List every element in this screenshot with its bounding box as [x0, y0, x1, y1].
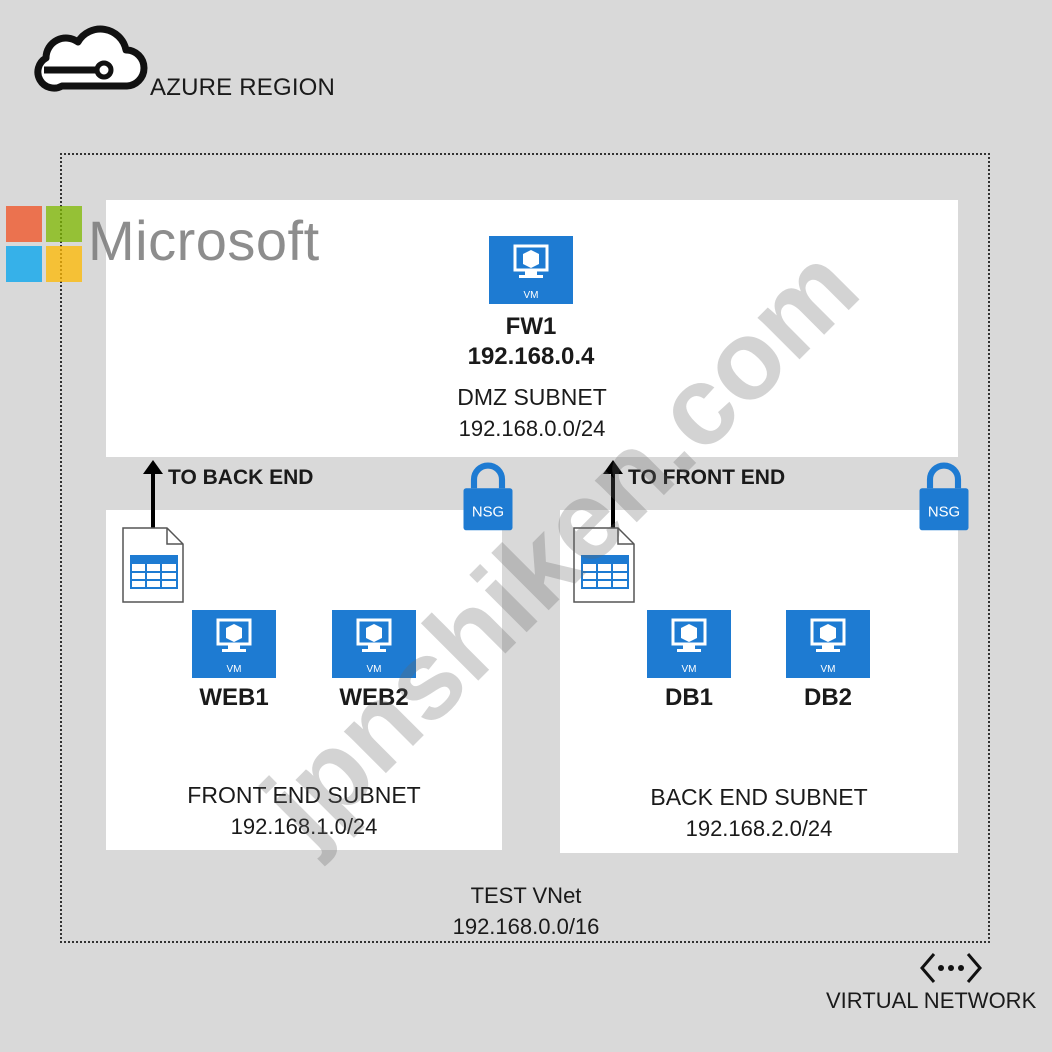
svg-text:VM: VM: [682, 664, 697, 675]
route-table-icon: [573, 527, 635, 603]
arrow-to-front-end: [603, 460, 623, 530]
vm-fw1-icon: VM: [489, 236, 573, 304]
vm-web1-icon: VM: [192, 610, 276, 678]
back-end-subnet-name: BACK END SUBNET: [650, 784, 868, 810]
back-end-subnet-cidr: 192.168.2.0/24: [685, 816, 833, 841]
vm-db1-name: DB1: [664, 684, 713, 711]
dmz-subnet: VM FW1 192.168.0.4 DMZ SUBNET 192.168.0.…: [106, 200, 958, 457]
nsg-lock-icon: NSG: [463, 462, 513, 531]
route-label-to-front-end: TO FRONT END: [628, 466, 786, 489]
route-label-to-back-end: TO BACK END: [168, 466, 314, 489]
microsoft-wordmark: Microsoft: [88, 209, 320, 272]
virtual-network-icon: [920, 953, 982, 983]
arrow-to-back-end: [143, 460, 163, 530]
cloud-icon: [34, 25, 148, 92]
vm-web2-icon: VM: [332, 610, 416, 678]
vm-db2-icon: VM: [786, 610, 870, 678]
svg-text:NSG: NSG: [472, 504, 504, 520]
front-end-subnet-name: FRONT END SUBNET: [187, 782, 421, 808]
vm-db2-name: DB2: [803, 684, 852, 711]
svg-text:NSG: NSG: [928, 504, 960, 520]
nsg-lock-icon: NSG: [919, 462, 969, 531]
front-end-subnet-cidr: 192.168.1.0/24: [230, 814, 378, 839]
vnet-name: TEST VNet: [470, 883, 582, 908]
vm-fw1-ip: 192.168.0.4: [467, 343, 595, 370]
vm-db1-icon: VM: [647, 610, 731, 678]
vnet-boundary: [60, 153, 990, 943]
vm-web1-name: WEB1: [199, 684, 269, 711]
vm-web2-name: WEB2: [339, 684, 409, 711]
svg-text:VM: VM: [524, 290, 539, 301]
vm-fw1-name: FW1: [505, 313, 557, 340]
vnet-cidr: 192.168.0.0/16: [452, 914, 600, 939]
virtual-network-label: VIRTUAL NETWORK: [826, 988, 1037, 1013]
dmz-subnet-name: DMZ SUBNET: [457, 384, 607, 410]
dmz-subnet-cidr: 192.168.0.0/24: [458, 416, 606, 441]
route-table-icon: [122, 527, 184, 603]
vnet-label: TEST VNet 192.168.0.0/16: [0, 880, 1052, 942]
svg-text:VM: VM: [821, 664, 836, 675]
svg-text:VM: VM: [227, 664, 242, 675]
microsoft-logo-icon: [6, 206, 82, 282]
region-label: AZURE REGION: [150, 74, 336, 101]
svg-text:VM: VM: [367, 664, 382, 675]
